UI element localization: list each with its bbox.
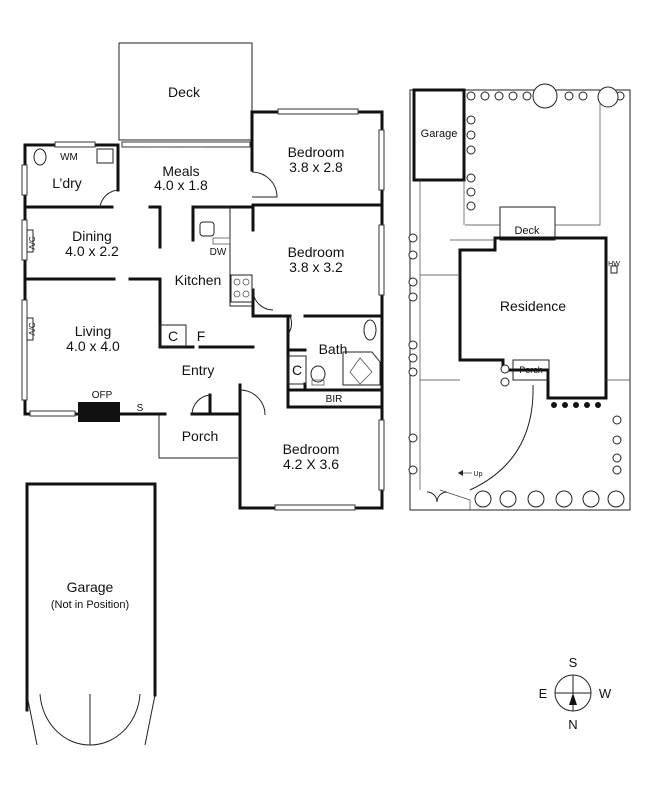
label-dw: DW bbox=[210, 247, 227, 258]
label-site-residence: Residence bbox=[500, 298, 566, 314]
label-site-deck: Deck bbox=[514, 225, 540, 237]
label-bedroom-mid-size: 3.8 x 3.2 bbox=[289, 259, 343, 275]
washing-machine-icon bbox=[96, 148, 114, 164]
label-porch: Porch bbox=[182, 428, 219, 444]
label-site-garage: Garage bbox=[421, 128, 458, 140]
label-bath-cupboard: C bbox=[292, 362, 302, 378]
label-living-size: 4.0 x 4.0 bbox=[66, 338, 120, 354]
site-driveway bbox=[469, 384, 534, 491]
label-garage-note: (Not in Position) bbox=[51, 599, 129, 611]
fireplace-icon bbox=[78, 402, 120, 422]
ac-unit-living bbox=[26, 317, 34, 341]
compass-north-label: N bbox=[568, 717, 577, 732]
label-dining-size: 4.0 x 2.2 bbox=[65, 243, 119, 259]
toilet-icon bbox=[310, 365, 326, 383]
site-gate bbox=[426, 491, 448, 503]
window-living-front bbox=[29, 410, 76, 417]
deck-outline bbox=[118, 42, 253, 141]
window-bedroom-bottom-side bbox=[378, 419, 385, 491]
label-meals: Meals bbox=[162, 163, 199, 179]
compass-rose bbox=[554, 674, 592, 712]
site-deck bbox=[499, 206, 556, 241]
label-kitchen-cupboard: C bbox=[168, 328, 178, 344]
garage-door-swing bbox=[39, 693, 141, 746]
site-residence bbox=[458, 236, 608, 400]
garage-walls bbox=[25, 482, 157, 712]
window-living bbox=[21, 299, 28, 401]
door-bedroom-mid bbox=[252, 289, 274, 311]
door-bedroom-bottom bbox=[239, 389, 266, 416]
site-fence bbox=[463, 90, 601, 226]
window-laundry bbox=[54, 141, 96, 148]
window-bedroom-top-side bbox=[378, 129, 385, 191]
ac-unit-dining bbox=[26, 229, 34, 253]
window-bedroom-bottom bbox=[274, 504, 356, 511]
label-living: Living bbox=[75, 323, 112, 339]
site-garden-bed bbox=[551, 402, 601, 408]
label-bedroom-bottom: Bedroom bbox=[283, 441, 340, 457]
site-plan bbox=[408, 83, 631, 511]
interior-walls bbox=[23, 143, 384, 416]
hot-water-unit bbox=[610, 265, 618, 274]
label-s: S bbox=[137, 403, 144, 414]
door-entry bbox=[191, 394, 211, 415]
kitchen-bench bbox=[193, 206, 253, 307]
labels: Deck Meals 4.0 x 1.8 Bedroom 3.8 x 2.8 L… bbox=[28, 84, 620, 732]
label-entry: Entry bbox=[182, 362, 215, 378]
bath-cupboard-box bbox=[287, 355, 307, 385]
label-site-porch: Porch bbox=[519, 365, 543, 375]
label-wm: WM bbox=[60, 152, 78, 163]
label-dining: Dining bbox=[72, 228, 112, 244]
label-bedroom-top: Bedroom bbox=[288, 144, 345, 160]
kitchen-cupboard-box bbox=[159, 324, 187, 348]
label-meals-size: 4.0 x 1.8 bbox=[154, 177, 208, 193]
label-bir: BIR bbox=[326, 394, 343, 405]
site-paths bbox=[419, 180, 630, 490]
site-porch bbox=[512, 359, 550, 381]
shower-icon bbox=[342, 351, 381, 386]
compass-south-label: S bbox=[569, 655, 578, 670]
porch-outline bbox=[158, 415, 238, 459]
sink-icon bbox=[199, 221, 215, 237]
window-meals bbox=[121, 141, 251, 148]
label-bedroom-top-size: 3.8 x 2.8 bbox=[289, 159, 343, 175]
main-floor-plan bbox=[21, 42, 385, 746]
window-laundry-side bbox=[21, 164, 28, 196]
window-bedroom-mid bbox=[378, 224, 385, 296]
label-ac-dining: A/C bbox=[28, 236, 37, 250]
window-bedroom-top bbox=[277, 108, 359, 115]
label-deck: Deck bbox=[168, 84, 201, 100]
label-bedroom-mid: Bedroom bbox=[288, 244, 345, 260]
garage-door-outline bbox=[26, 694, 156, 746]
label-site-hw: HW bbox=[608, 261, 620, 268]
label-bath: Bath bbox=[319, 341, 348, 357]
compass-east-label: E bbox=[539, 686, 548, 701]
label-garage: Garage bbox=[67, 579, 114, 595]
door-laundry bbox=[99, 189, 119, 208]
basin-icon bbox=[363, 319, 377, 341]
dishwasher-icon bbox=[212, 237, 231, 245]
label-kitchen: Kitchen bbox=[175, 272, 222, 288]
site-garage bbox=[412, 88, 466, 182]
cooktop-icon bbox=[230, 274, 253, 303]
door-bath bbox=[287, 315, 293, 335]
door-meals-bedroom bbox=[251, 171, 278, 198]
label-fridge: F bbox=[197, 328, 206, 344]
compass-west-label: W bbox=[599, 686, 612, 701]
site-shrubs bbox=[408, 83, 625, 508]
label-site-up: Up bbox=[474, 471, 483, 478]
label-laundry: L’dry bbox=[52, 175, 82, 191]
label-ac-living: A/C bbox=[28, 322, 37, 336]
label-ofp: OFP bbox=[92, 390, 113, 401]
laundry-trough-icon bbox=[33, 148, 47, 166]
label-bedroom-bottom-size: 4.2 X 3.6 bbox=[283, 456, 339, 472]
window-dining bbox=[21, 219, 28, 261]
